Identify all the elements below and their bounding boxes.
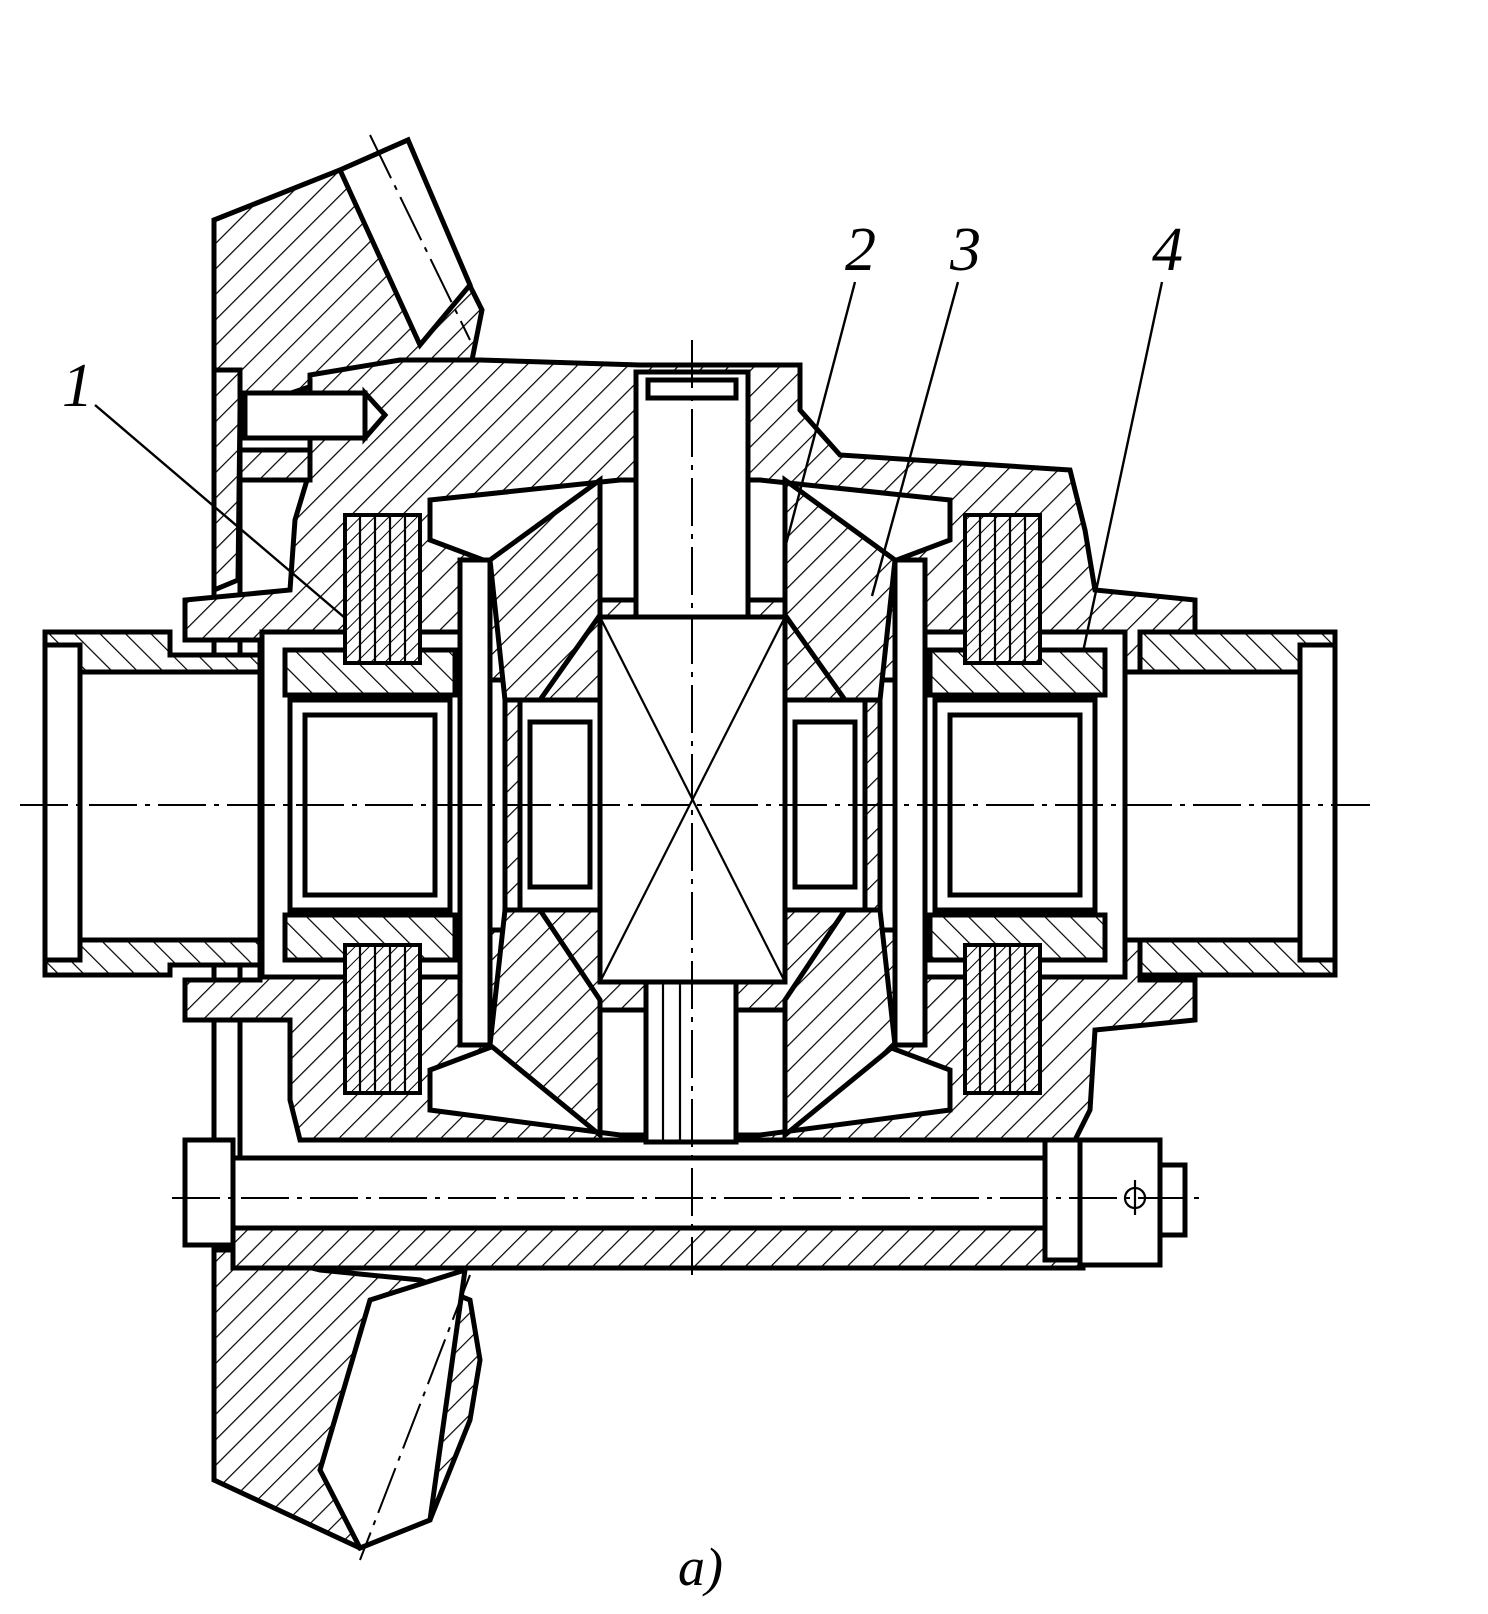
- callout-4: 4: [1152, 216, 1183, 284]
- through-bolt: [182, 1137, 1188, 1271]
- left-clutch-pack-bottom: [343, 943, 422, 1095]
- right-pressure-ring: [877, 557, 928, 1048]
- ring-gear-bottom: [211, 1241, 483, 1561]
- ring-gear-top: [211, 134, 485, 594]
- callout-1: 1: [62, 352, 93, 420]
- left-output-hub: [42, 629, 263, 978]
- figure-caption: a): [678, 1537, 723, 1597]
- right-clutch-pack-bottom: [963, 943, 1042, 1095]
- right-output-hub: [1122, 629, 1338, 978]
- center-lines: [20, 340, 1370, 1275]
- callout-leaders: [94, 281, 1164, 653]
- callout-2: 2: [845, 216, 876, 284]
- left-clutch-pack-top: [343, 513, 422, 665]
- stud-bolt-top-left: [237, 386, 389, 483]
- right-clutch-pack-top: [963, 513, 1042, 665]
- bevel-pinion-right: [782, 475, 898, 1141]
- callout-3: 3: [949, 216, 981, 284]
